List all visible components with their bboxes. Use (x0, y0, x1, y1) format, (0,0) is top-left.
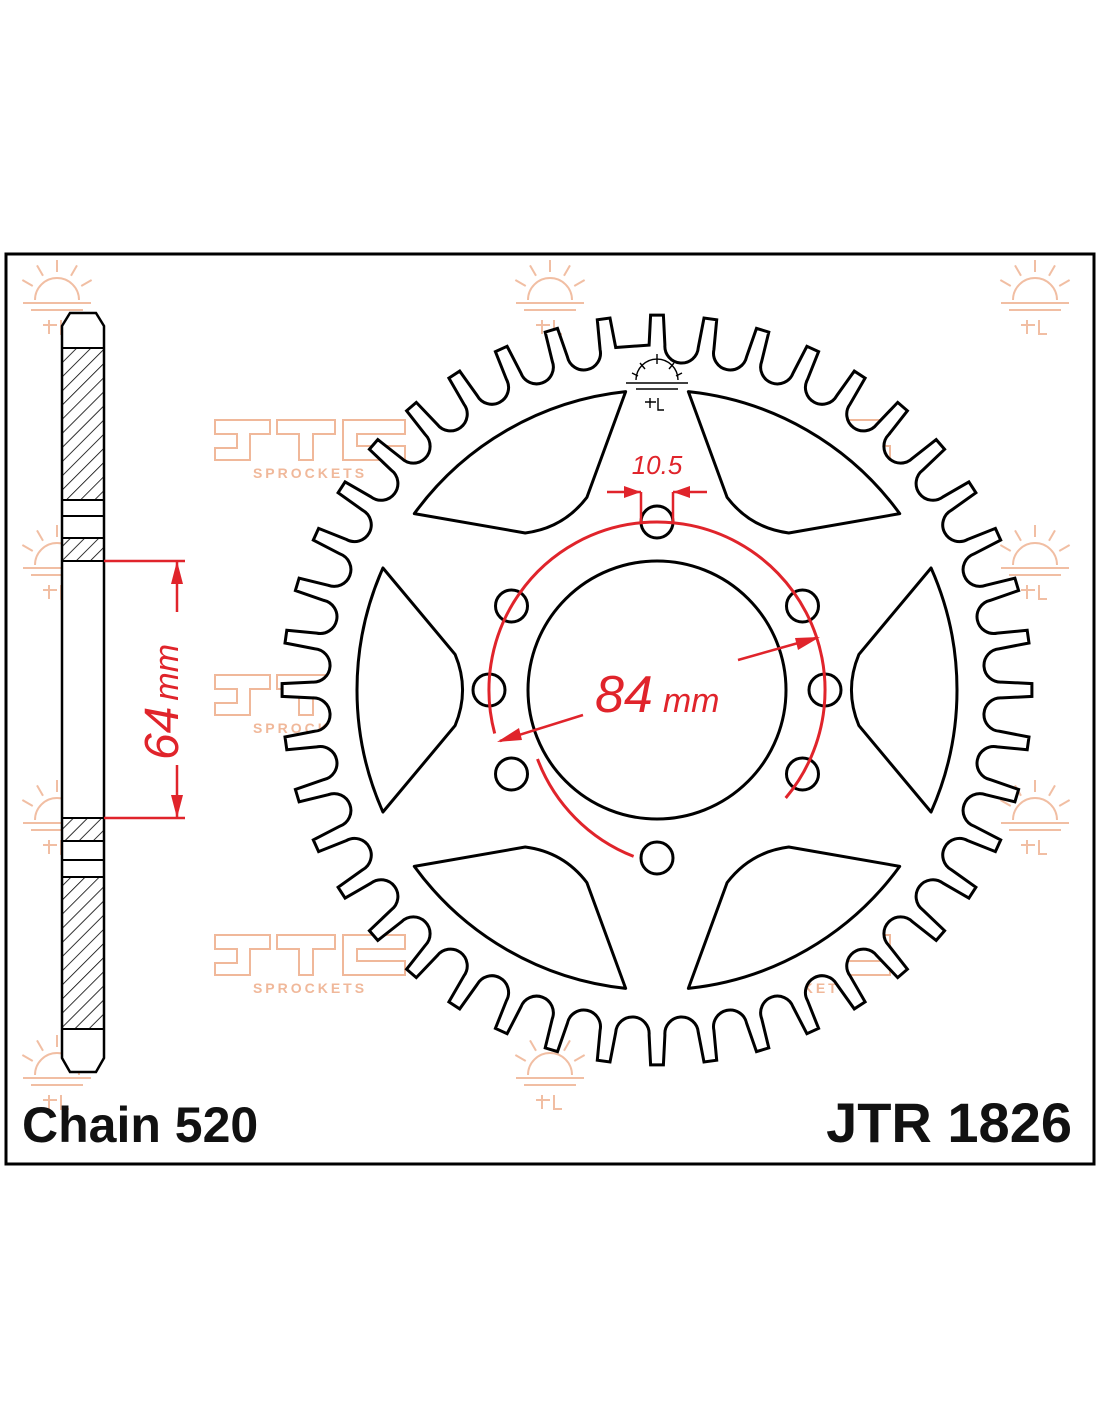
sun-logo-icon (999, 260, 1071, 335)
lightening-cutout (412, 845, 628, 990)
jt-sprockets-logo: SPROCKETS (214, 419, 406, 481)
hole-diameter-label: 10.5 (632, 450, 683, 480)
sprocket-side-profile (60, 311, 106, 1074)
bolt-hole (639, 840, 675, 876)
width-dimension-label: 64mm (136, 644, 189, 760)
hatch-upper-hub (61, 537, 105, 562)
sun-logo-icon (514, 260, 586, 335)
part-number-label: JTR 1826 (826, 1091, 1072, 1154)
jt-emblem-icon (626, 354, 688, 411)
lightening-cutout (686, 390, 902, 535)
jt-sprockets-logo: SPROCKETS (214, 934, 406, 996)
center-bore (526, 559, 788, 821)
chain-size-label: Chain 520 (22, 1097, 258, 1153)
drawing-frame (4, 252, 1096, 1166)
pcd-dimension (487, 486, 827, 858)
sun-logo-icon (21, 260, 93, 335)
hatch-upper (61, 347, 105, 501)
sprocket-face (280, 313, 1034, 1067)
lightening-cutouts (355, 390, 959, 990)
hatch-lower-hub (61, 817, 105, 842)
width-dimension (104, 559, 185, 820)
lightening-cutout (686, 845, 902, 990)
sun-logo-icon (999, 525, 1071, 600)
watermark-brand-text: SPROCKETS (253, 465, 367, 481)
bolt-hole (494, 756, 530, 792)
watermark-brand-text: SPROCKETS (253, 980, 367, 996)
lightening-cutout (412, 390, 628, 535)
lightening-cutout (850, 566, 959, 814)
lightening-cutout (355, 566, 464, 814)
hatch-lower (61, 876, 105, 1030)
sun-logo-icon (999, 780, 1071, 855)
sun-logo-icon (21, 1035, 93, 1110)
